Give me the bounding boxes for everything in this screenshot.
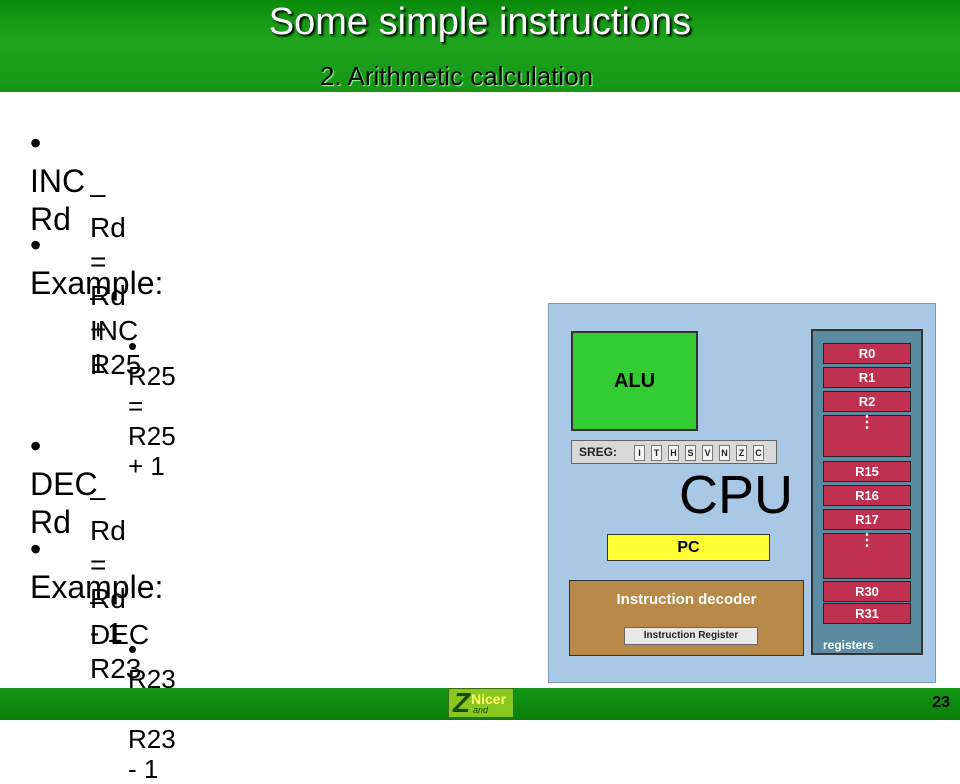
decoder-label: Instruction decoder xyxy=(616,591,757,608)
bullet-dot: • xyxy=(30,125,42,161)
nicerland-logo: Z Nicer and xyxy=(448,687,514,718)
registers-label: registers xyxy=(823,638,874,652)
bullet-text: R25 = R25 + 1 xyxy=(128,361,176,481)
dash-marker: – xyxy=(90,178,106,209)
dash-marker: – xyxy=(90,281,106,312)
bullet-text: Rd = Rd - 1 xyxy=(90,515,126,648)
register-ellipsis-1: ⋮ xyxy=(823,415,911,457)
flag-z: Z xyxy=(736,445,747,461)
bullet-text: Example: xyxy=(30,265,164,301)
bullet-text: Example: xyxy=(30,569,164,605)
cpu-label: CPU xyxy=(679,465,794,525)
bullet-dot: • xyxy=(30,428,42,464)
flag-n: N xyxy=(719,445,730,461)
bullet-dec-rd: •DEC Rd xyxy=(30,427,98,541)
logo-word: Nicer xyxy=(471,691,507,707)
register-r2: R2 xyxy=(823,391,911,412)
register-r31: R31 xyxy=(823,603,911,624)
bullet-text: R23 = R23 - 1 xyxy=(128,664,176,784)
instruction-decoder: Instruction decoder Instruction Register xyxy=(569,580,804,656)
dash-marker: – xyxy=(90,481,106,512)
bullet-dot: • xyxy=(30,227,42,263)
header-bar: Some simple instructions 2. Arithmetic c… xyxy=(0,0,960,92)
alu-block: ALU xyxy=(571,331,698,431)
sreg-label: SREG: xyxy=(579,445,618,459)
bullet-dot: • xyxy=(128,634,138,664)
register-r30: R30 xyxy=(823,581,911,602)
register-r16: R16 xyxy=(823,485,911,506)
sreg-register: SREG: I T H S V N Z C xyxy=(571,440,777,464)
logo-sub: and xyxy=(473,705,489,715)
sub-bullet-inc-def: –Rd = Rd + 1 xyxy=(90,177,126,381)
flag-i: I xyxy=(634,445,645,461)
cpu-diagram: ALU SREG: I T H S V N Z C CPU PC Instruc… xyxy=(548,303,936,683)
slide-title: Some simple instructions xyxy=(268,1,692,43)
bullet-text: DEC Rd xyxy=(30,466,98,540)
register-file: R0 R1 R2 ⋮ R15 R16 R17 ⋮ R30 R31 registe… xyxy=(811,329,923,655)
register-r15: R15 xyxy=(823,461,911,482)
sub-bullet-dec-def: –Rd = Rd - 1 xyxy=(90,480,126,650)
flag-h: H xyxy=(668,445,679,461)
bullet-text: Rd = Rd + 1 xyxy=(90,212,126,379)
bullet-dot: • xyxy=(128,331,138,361)
dash-marker: – xyxy=(90,585,106,616)
sub-sub-bullet-inc-r25-def: •R25 = R25 + 1 xyxy=(128,331,176,481)
register-ellipsis-2: ⋮ xyxy=(823,533,911,579)
bullet-text: INC R25 xyxy=(90,315,142,380)
page-number: 23 xyxy=(932,694,950,711)
program-counter: PC xyxy=(607,534,770,561)
flag-c: C xyxy=(753,445,764,461)
bullet-example-1: •Example: xyxy=(30,226,163,302)
logo-letter: Z xyxy=(453,687,471,718)
sub-bullet-inc-r25: –INC R25 xyxy=(90,280,141,382)
register-r1: R1 xyxy=(823,367,911,388)
instruction-register: Instruction Register xyxy=(624,627,758,645)
bullet-example-2: •Example: xyxy=(30,530,163,606)
flag-v: V xyxy=(702,445,713,461)
flag-s: S xyxy=(685,445,696,461)
register-r17: R17 xyxy=(823,509,911,530)
bullet-text: DEC R23 xyxy=(90,619,150,684)
slide-subtitle: 2. Arithmetic calculation xyxy=(320,61,594,91)
sub-bullet-dec-r23: –DEC R23 xyxy=(90,584,149,686)
register-r0: R0 xyxy=(823,343,911,364)
flag-t: T xyxy=(651,445,662,461)
bullet-text: INC Rd xyxy=(30,163,86,237)
bullet-inc-rd: •INC Rd xyxy=(30,124,85,238)
bullet-dot: • xyxy=(30,531,42,567)
